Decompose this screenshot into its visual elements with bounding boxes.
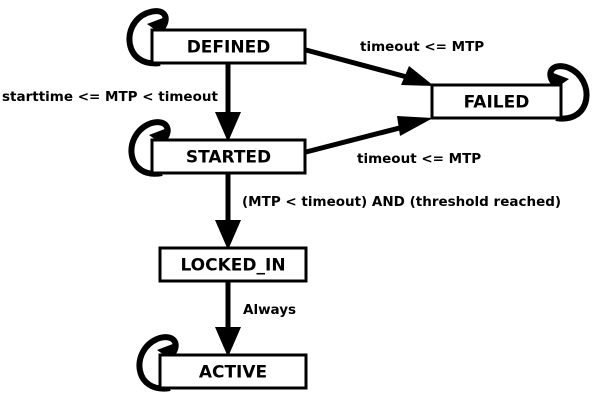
state-active-rect <box>158 353 308 390</box>
state-active-label: ACTIVE <box>199 363 267 383</box>
defined-to-failed-arrowhead <box>401 66 434 86</box>
transition-lockedin-to-active: Always <box>215 281 296 357</box>
transition-defined-to-failed: timeout <= MTP <box>305 39 484 86</box>
state-locked-in-label: LOCKED_IN <box>180 256 285 276</box>
defined-self-loop-path <box>126 8 169 67</box>
state-defined-label: DEFINED <box>187 38 271 58</box>
edge-label-started-to-lockedin: (MTP < timeout) AND (threshold reached) <box>242 194 561 210</box>
edge-label-started-to-failed: timeout <= MTP <box>357 151 481 167</box>
edge-label-defined-to-failed: timeout <= MTP <box>360 39 484 55</box>
state-node-locked-in[interactable]: LOCKED_IN <box>158 246 308 283</box>
state-node-active[interactable]: ACTIVE <box>158 353 308 390</box>
state-failed-label: FAILED <box>464 93 530 113</box>
state-started-label: STARTED <box>186 148 271 168</box>
transition-started-to-lockedin: (MTP < timeout) AND (threshold reached) <box>215 173 561 250</box>
transition-started-to-failed: timeout <= MTP <box>305 116 481 167</box>
state-defined-rect <box>150 28 307 65</box>
edge-label-lockedin-to-active: Always <box>243 302 296 318</box>
lockedin-to-active-arrowhead <box>215 327 241 357</box>
defined-to-started-arrowhead <box>215 112 241 142</box>
started-to-failed-line <box>305 121 416 155</box>
state-node-started[interactable]: STARTED <box>150 138 307 175</box>
state-started-rect <box>150 138 307 175</box>
state-node-defined[interactable]: DEFINED <box>150 28 307 65</box>
defined-to-failed-line <box>305 47 419 83</box>
state-locked-in-rect <box>158 246 308 283</box>
state-failed-rect <box>430 83 563 120</box>
transition-defined-to-started: starttime <= MTP < timeout <box>2 63 241 142</box>
edge-label-defined-to-started: starttime <= MTP < timeout <box>2 89 218 105</box>
state-node-failed[interactable]: FAILED <box>430 83 563 120</box>
started-to-lockedin-arrowhead <box>215 220 241 250</box>
started-to-failed-arrowhead <box>397 116 433 136</box>
